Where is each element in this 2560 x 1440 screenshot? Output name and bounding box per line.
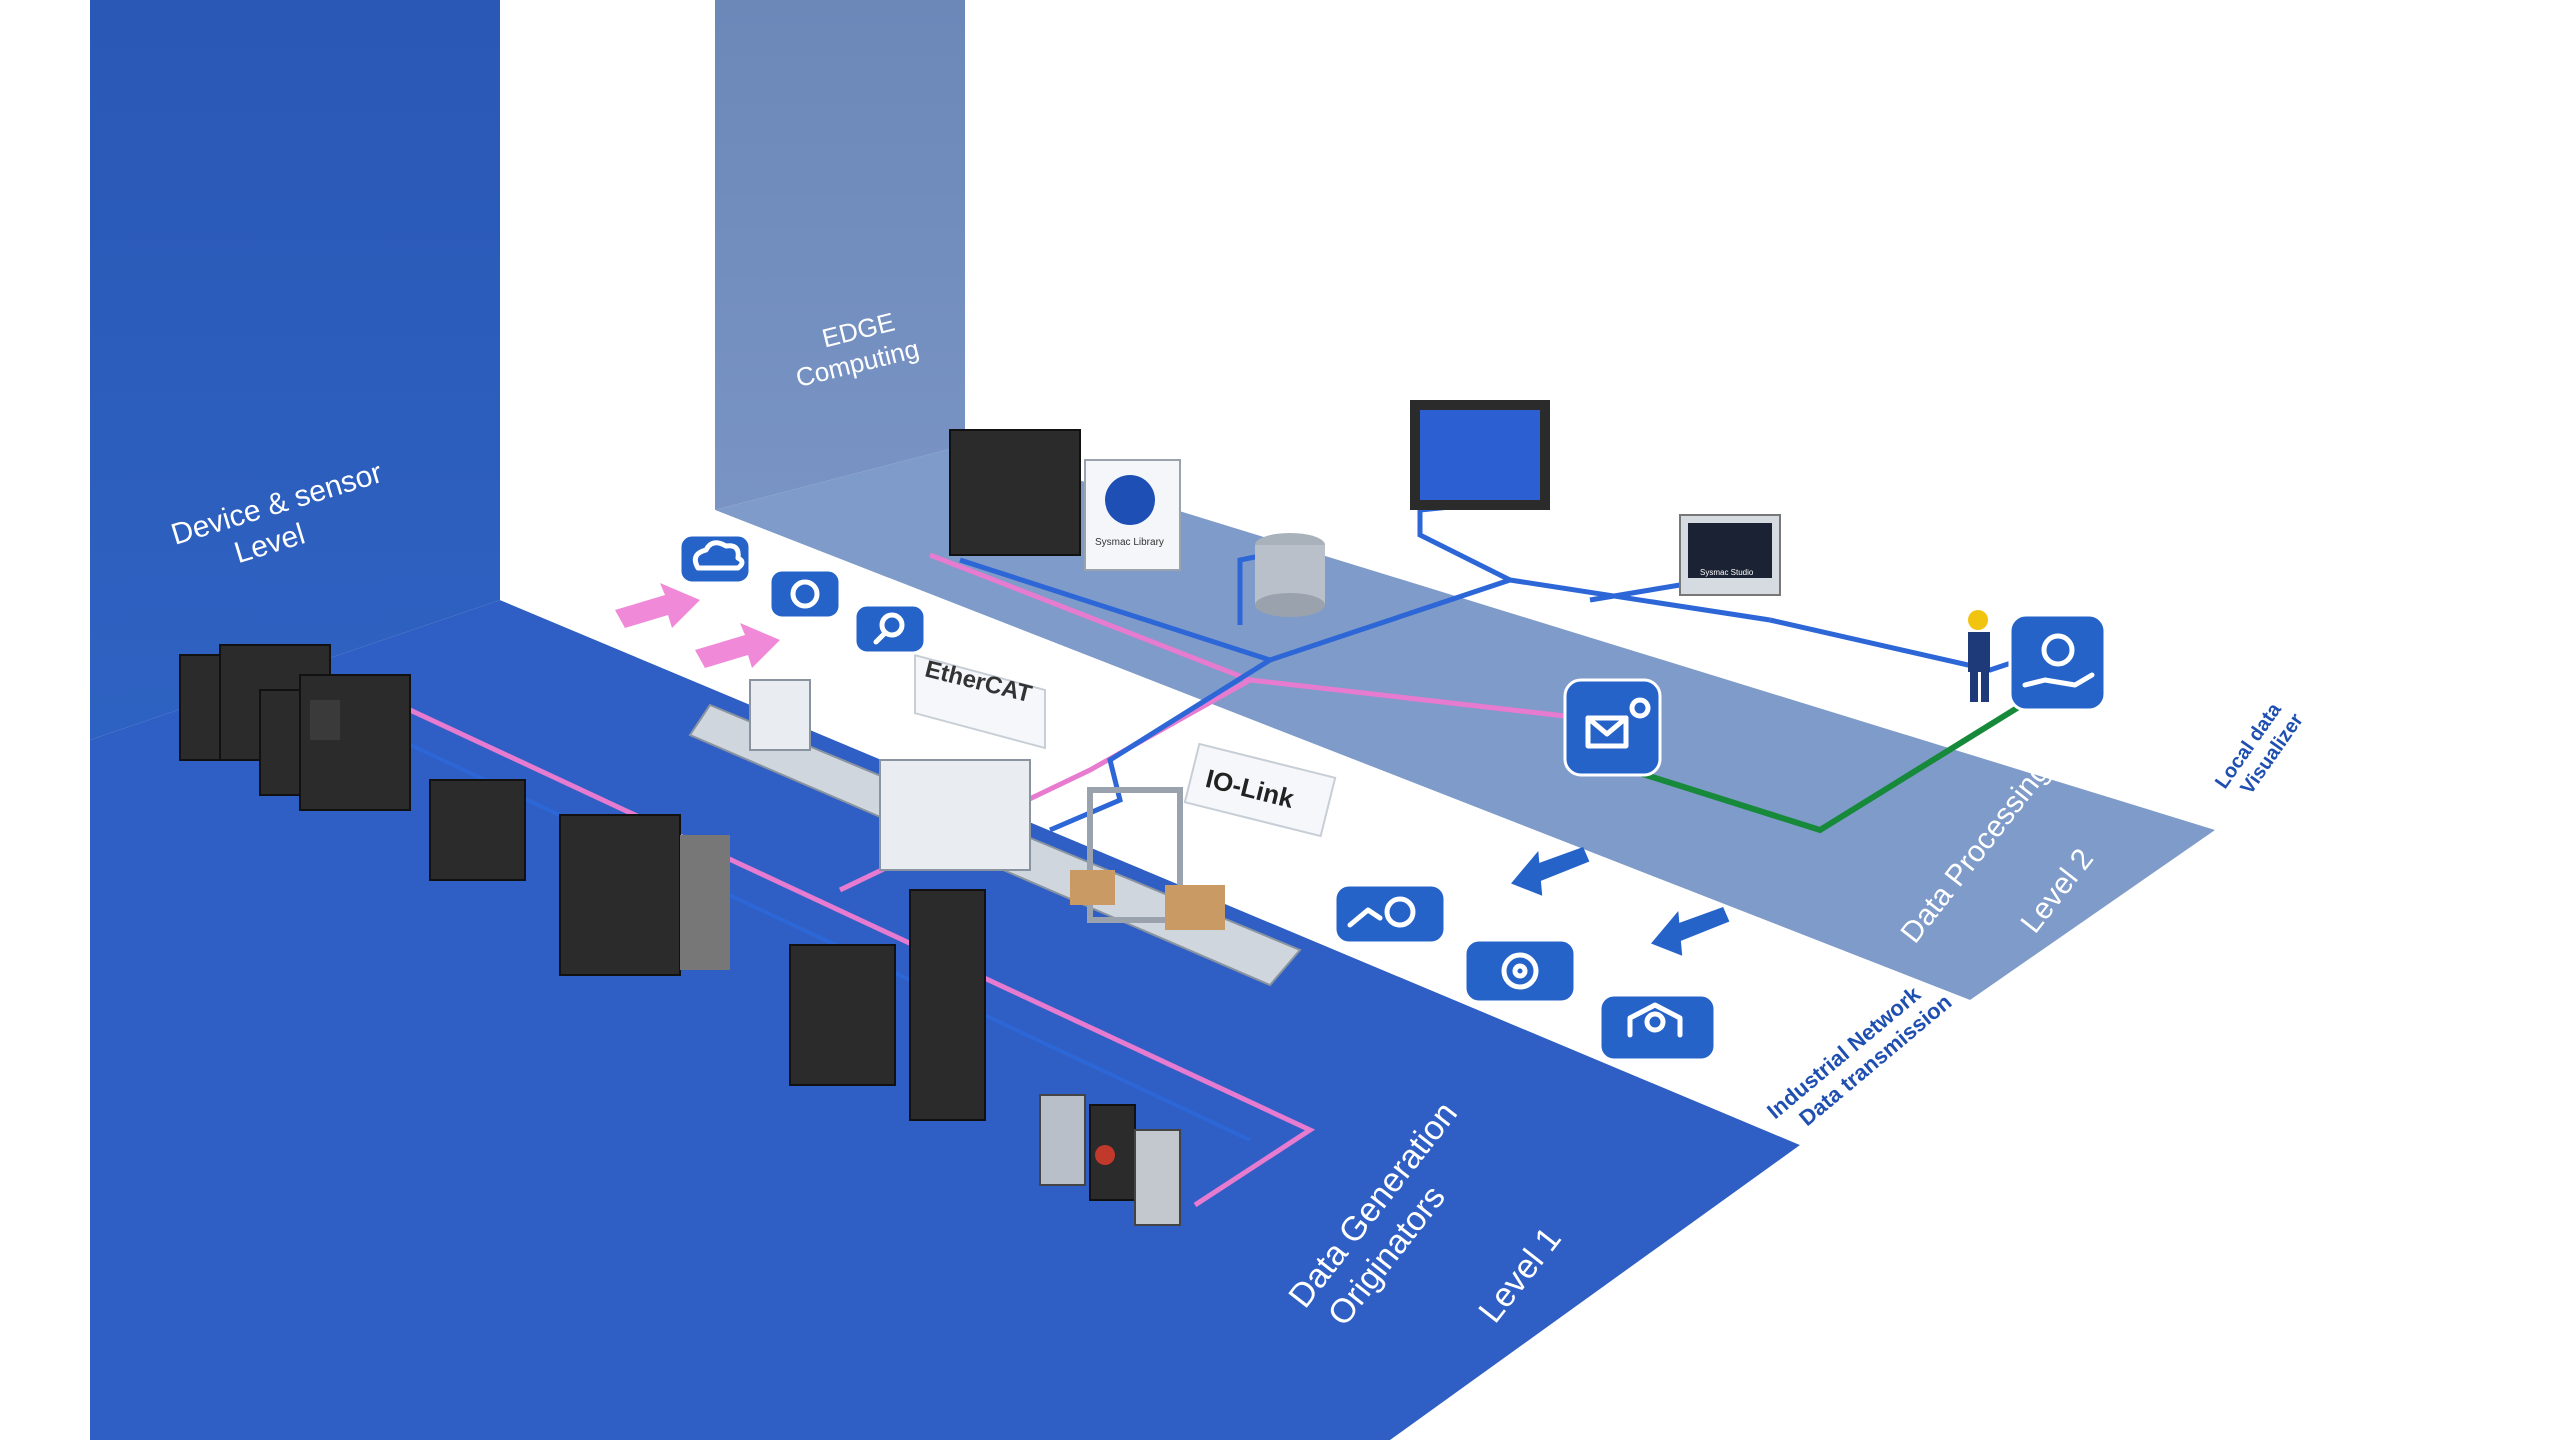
tablet-icon: Sysmac Studio <box>1679 514 1781 596</box>
hand-gear-icon[interactable] <box>2008 613 2107 712</box>
gear-house-icon[interactable] <box>1598 993 1717 1062</box>
device-level-wall <box>90 0 500 740</box>
blue-network-line <box>399 738 1251 1142</box>
io-module <box>429 779 526 881</box>
database-icon <box>1255 533 1325 617</box>
production-line <box>688 679 1302 987</box>
operator-icon <box>1968 610 1990 702</box>
blue-network-line-6 <box>1769 617 2051 673</box>
inverter <box>559 814 681 976</box>
controller-unit <box>789 944 896 1086</box>
io-link-master <box>909 889 986 1121</box>
blue-network-line-3 <box>1417 502 1512 583</box>
blue-network-line-2 <box>959 557 1771 663</box>
gear-network-icon[interactable] <box>1463 938 1577 1004</box>
level2-floor <box>715 445 2215 1000</box>
blue-arrow-2 <box>1651 907 1730 956</box>
local-data-label: Local data Visualizer <box>2211 695 2309 807</box>
network-band <box>500 510 1970 1145</box>
sysmac-studio-text: Sysmac Studio <box>1700 568 1754 577</box>
iolink-badge: IO-Link <box>1183 742 1337 838</box>
green-network-line <box>1629 697 2032 834</box>
monitor-icon <box>1410 400 1550 510</box>
inverter-side <box>680 835 730 970</box>
search-icon[interactable] <box>853 603 927 655</box>
sysmac-library-box: Sysmac Library <box>1084 459 1181 571</box>
plc-cluster <box>179 644 411 811</box>
sysmac-library-text: Sysmac Library <box>1095 537 1164 548</box>
alarm-mail-icon[interactable] <box>1563 678 1662 777</box>
gear-cycle-icon[interactable] <box>768 568 842 620</box>
photoelectric-sensors <box>1039 1094 1181 1226</box>
edge-controller <box>949 429 1081 556</box>
blue-arrow-1 <box>1511 847 1590 896</box>
edge-wall <box>715 0 965 510</box>
pink-arrow-2 <box>695 623 780 668</box>
pink-arrow-1 <box>615 583 700 628</box>
blue-network-line-7 <box>1049 657 1272 833</box>
cloud-icon[interactable] <box>678 533 752 585</box>
pink-network-line-3 <box>1249 677 1601 723</box>
chart-gear-icon[interactable] <box>1333 883 1447 945</box>
